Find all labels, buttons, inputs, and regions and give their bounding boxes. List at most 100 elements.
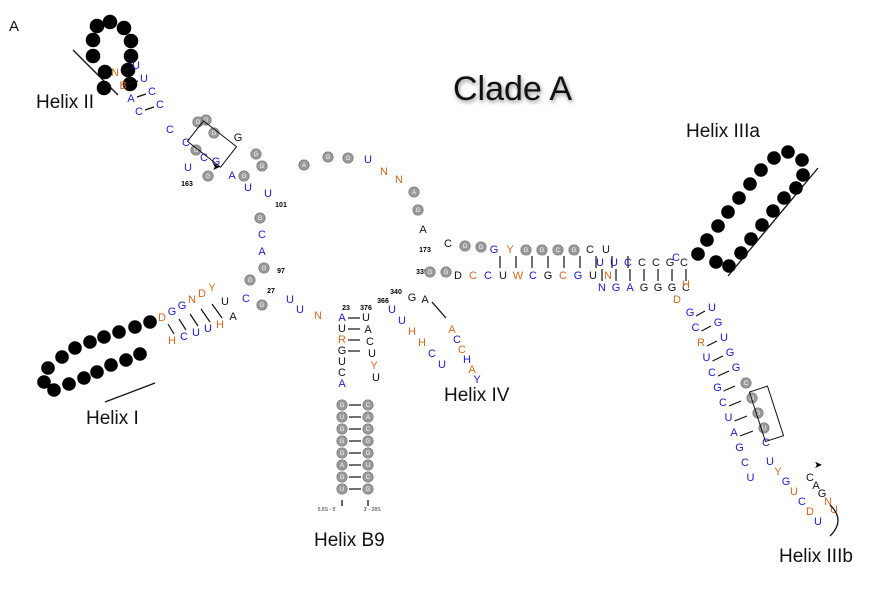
helix-i-bottom-base: U [204,323,212,335]
grey-nucleotide [298,159,310,171]
grey-nucleotide-letter: G [254,152,259,158]
helix-iiia-loop-dot [766,204,780,218]
helix-iiia-loop-dot [781,145,795,159]
grey-nucleotide [362,399,374,411]
grey-nucleotide-letter: A [340,463,344,469]
panel-label: A [9,18,19,35]
helix-ii-loop-dot [116,20,132,36]
helix-iiib-bracket [829,504,839,537]
helix-iiib-box [748,385,785,443]
helix-ii-base: U [244,182,252,194]
helix-iiia-mid2-base: G [668,282,677,294]
grey-nucleotide [459,240,471,252]
grey-nucleotide-letter: G [366,487,371,493]
helix-iv-right-base: A [448,324,456,336]
helix-iiia-base: C [672,252,680,264]
helix-iiia-bottom-base: G [574,270,583,282]
grey-nucleotide [520,244,532,256]
helix-iiia-bottom-base: C [469,270,477,282]
helix-i-top-base: D [198,288,206,300]
helix-iiia-base: D [673,294,681,306]
helix-iv-right-base: A [468,364,476,376]
helix-i-loop-dot [143,315,157,329]
helix-iiia-mid-base: C [652,257,660,269]
five-prime-end-label: 5.8S - 5' [318,507,337,513]
grey-nucleotide-letter: G [572,248,577,254]
num-27: 27 [267,288,275,295]
helix-iv-strand [431,301,447,319]
num-101: 101 [275,202,287,209]
helix-i-bottom-base: C [180,331,188,343]
helix-iiib-left-base: C [708,367,716,379]
grey-nucleotide-letter: U [340,487,344,493]
num-173: 173 [419,247,431,254]
grey-nucleotide-letter: G [248,278,253,284]
helix-iv-base: A [421,294,429,306]
helix-i-base: N [314,310,322,322]
helix-i-top-base: Y [208,282,216,294]
helix-iiib-left-base: U [747,472,755,484]
helix-iv-right-base: C [458,344,466,356]
grey-nucleotide [362,471,374,483]
helix-iiib-left-base: G [686,307,695,319]
grey-nucleotide [336,447,348,459]
grey-nucleotide [258,262,270,274]
helix-iiia-base: H [682,279,690,291]
base-pair-dash [723,385,736,392]
grey-nucleotide-letter: G [428,270,433,276]
helix-iiib-left-base: G [713,382,722,394]
helix-iiib-right-base: G [732,362,741,374]
helix-iiib-tip-base: U [814,516,822,528]
helix-ii-loop-dot [89,18,105,34]
num-23: 23 [342,305,350,312]
base-pair-dash [706,340,718,347]
grey-nucleotide-letter: C [744,381,749,387]
helix-iv-left-base: H [408,326,416,338]
helix-iiib-tip-base: U [790,486,798,498]
helix-i-loop-dot [83,335,97,349]
helix-ii-loop-dot [85,32,101,48]
helix-iv-left-base: U [398,315,406,327]
helix-iiib-left-base: C [719,397,727,409]
helix-i-loop-dot [37,375,51,389]
helix-ii-loop-dot [120,62,136,78]
grey-nucleotide [336,411,348,423]
helix-iiib-left-base: G [735,442,744,454]
grey-nucleotide [250,148,262,160]
helix-i-bottom-base: H [216,319,224,331]
grey-nucleotide-letter: G [340,451,345,457]
helix-iiia-loop-dot [691,247,705,261]
helix-b9-right-base: U [372,372,380,384]
helix-iiia-loop-dot [722,259,736,273]
ring-base: N [380,166,388,178]
num-376: 376 [360,305,372,312]
grey-nucleotide-letter: G [204,118,209,124]
grey-nucleotide [362,411,374,423]
helix-iiia-top-base: C [586,244,594,256]
helix-ii-base: C [182,137,190,149]
helix-i-loop-dot [68,341,82,355]
grey-nucleotide [238,170,250,182]
grey-nucleotide [475,241,487,253]
helix-i-bracket [104,382,156,403]
base-pair-dash [712,355,724,362]
helix-b9-left-base: A [338,312,346,324]
helix-iiib-right-base: U [708,302,716,314]
helix-i-label: Helix I [86,408,139,429]
grey-nucleotide [362,435,374,447]
helix-ii-loop-dot [96,80,112,96]
helix-i-loop-dot [77,371,91,385]
helix-iiia-loop [691,145,810,273]
helix-iiib-right-base: U [720,332,728,344]
helix-iiia-mid2-base: C [682,282,690,294]
grey-nucleotide-letter: G [196,120,201,126]
helix-iiia-mid2-base: G [640,282,649,294]
base-pair-dash [200,308,211,323]
helix-iiib-label: Helix IIIb [779,546,853,567]
helix-i-loop-dot [112,325,126,339]
grey-nucleotide-letter: C [366,427,371,433]
helix-iiia-top-base: G [490,244,499,256]
